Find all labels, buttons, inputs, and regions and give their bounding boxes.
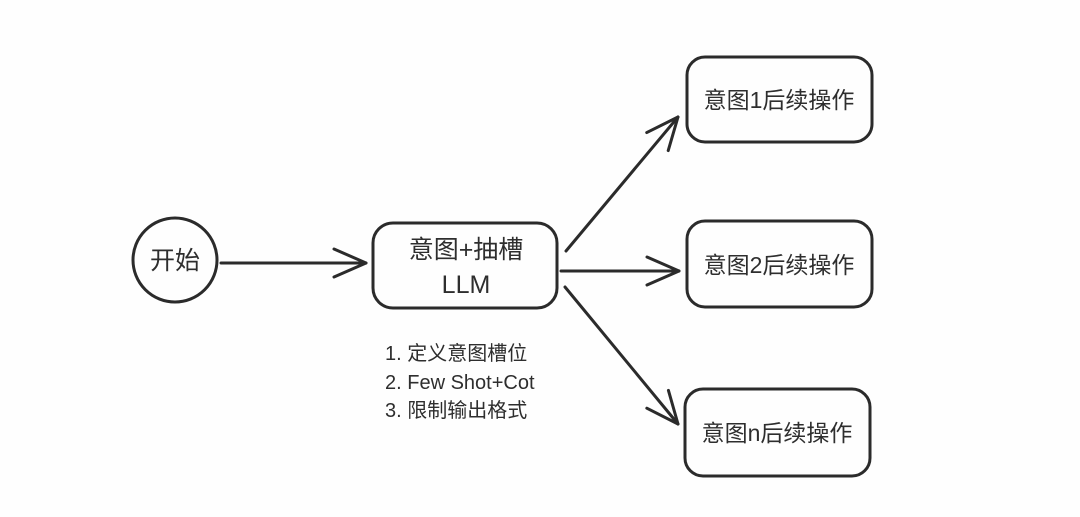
arrow-llm-to-outcome3 [563, 285, 680, 426]
note-line-3: 3. 限制输出格式 [385, 399, 527, 422]
outcome3-node-label: 意图n后续操作 [702, 420, 853, 446]
start-node-label: 开始 [150, 247, 200, 275]
outcome3-node [683, 387, 872, 478]
start-node [131, 216, 219, 304]
llm-node-label-line2: LLM [442, 271, 491, 299]
llm-node-label-line1: 意图+抽槽 [409, 236, 524, 264]
outcome2-node-label: 意图2后续操作 [704, 252, 855, 278]
outcome1-node [685, 55, 874, 144]
note-line-2: 2. Few Shot+Cot [385, 372, 535, 394]
note-line-1: 1. 定义意图槽位 [385, 342, 527, 365]
llm-node [371, 221, 559, 310]
arrow-llm-to-outcome1 [564, 115, 680, 253]
outcome1-node-label: 意图1后续操作 [704, 87, 855, 113]
outcome2-node [685, 219, 874, 309]
